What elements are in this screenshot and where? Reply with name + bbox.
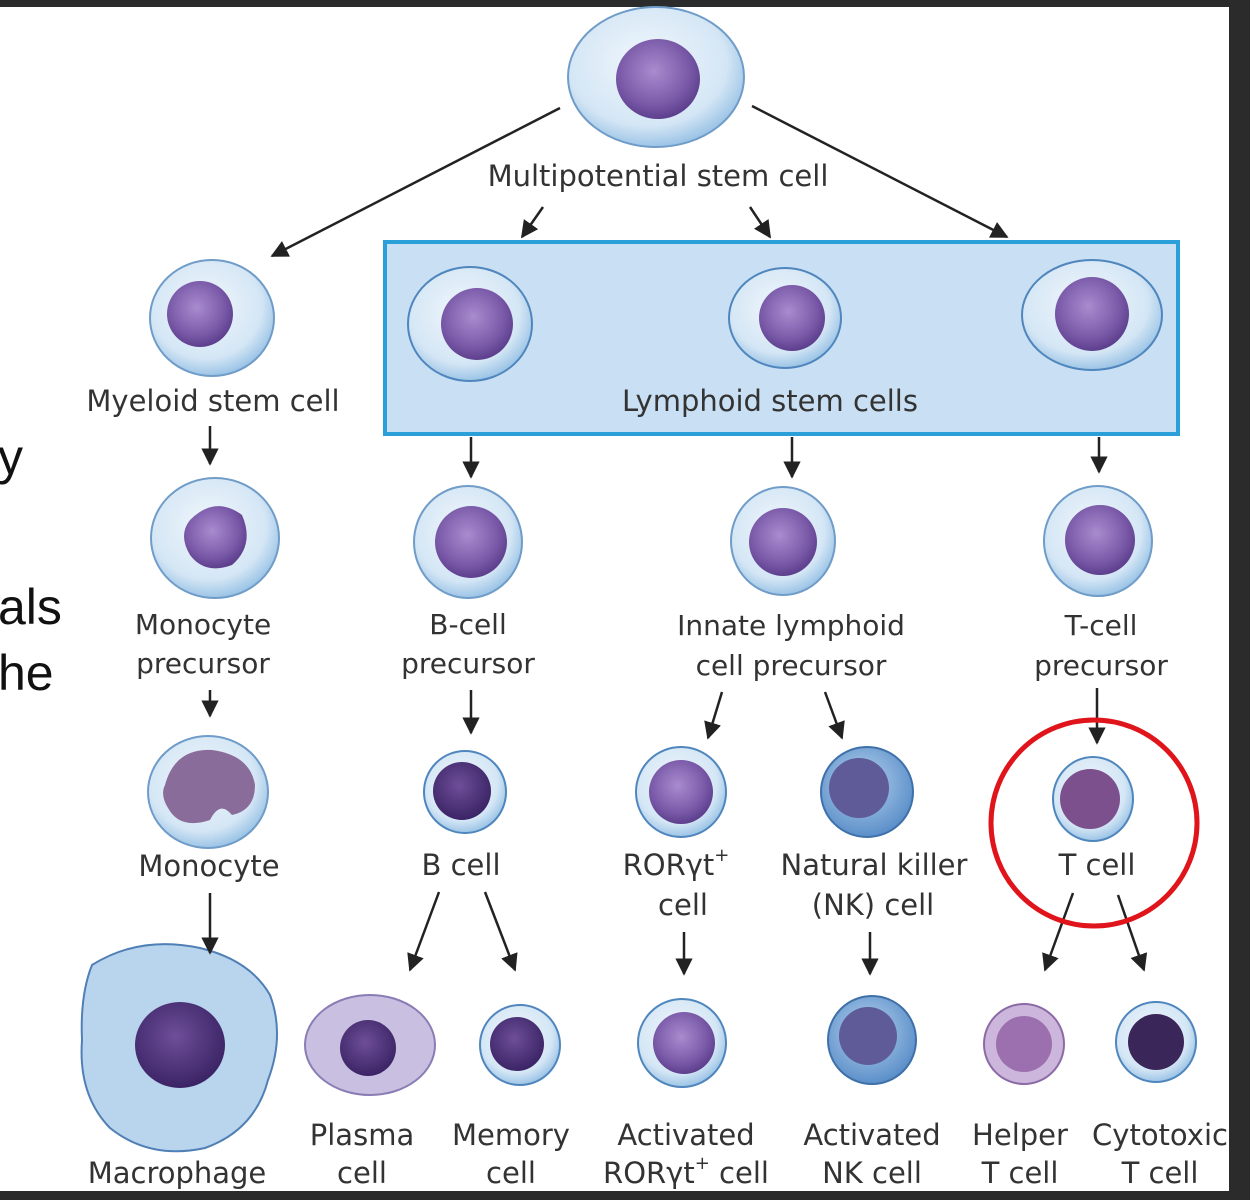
lymphoid-stem-cell-3 (1021, 259, 1163, 371)
cytotoxic-t-label-line1: Cytotoxic (1092, 1118, 1228, 1152)
arrow-ilc-to-roryt (704, 691, 724, 740)
t-cell-precursor-label-line2: precursor (1034, 649, 1168, 682)
activated-roryt-label-line1: Activated (617, 1118, 754, 1152)
b-cell (423, 750, 507, 834)
arrow-b-cell-to-memory (483, 891, 518, 972)
arrow-root-to-lymphoid-1 (520, 206, 545, 239)
monocyte-precursor-label-line1: Monocyte (135, 608, 271, 641)
hematopoiesis-diagram: Multipotential stem cell Myeloid stem ce… (80, 6, 1228, 1190)
nk-cell-label-line2: (NK) cell (812, 888, 934, 922)
memory-cell-label-line2: cell (486, 1156, 536, 1190)
helper-t-label-line2: T cell (981, 1156, 1059, 1190)
t-cell-highlight-circle (988, 717, 1200, 929)
memory-cell-label-line1: Memory (452, 1118, 570, 1152)
frame-right-border (1229, 0, 1250, 1200)
slide-text-fragment-2: als (0, 579, 62, 635)
cytotoxic-t-label-line2: T cell (1121, 1156, 1199, 1190)
roryt-name: RORγt (623, 848, 715, 882)
roryt-cell (635, 746, 727, 838)
multipotential-stem-cell (567, 6, 745, 148)
activated-nk-label-line1: Activated (803, 1118, 940, 1152)
ilc-precursor-label-line2: cell precursor (696, 649, 887, 682)
activated-roryt-suffix: cell (710, 1156, 769, 1190)
macrophage-label: Macrophage (88, 1156, 267, 1190)
activated-roryt-label-line2: RORγt+ cell (603, 1153, 769, 1190)
monocyte-precursor-cell (150, 477, 280, 599)
activated-roryt-superscript: + (695, 1153, 710, 1174)
activated-roryt-name: RORγt (603, 1156, 695, 1190)
monocyte-label: Monocyte (138, 849, 279, 883)
myeloid-stem-cell-label: Myeloid stem cell (86, 384, 339, 418)
roryt-cell-label-line1: RORγt+ (623, 845, 730, 882)
frame-top-border (0, 0, 1250, 7)
memory-cell (479, 1004, 561, 1086)
arrow-root-to-lymphoid-3 (751, 104, 1009, 239)
arrows (201, 104, 1148, 976)
helper-t-label-line1: Helper (972, 1118, 1068, 1152)
helper-t-cell (983, 1003, 1065, 1085)
slide-text-fragment-3: he (0, 645, 54, 701)
lymphoid-stem-cells-label: Lymphoid stem cells (622, 384, 918, 418)
ilc-precursor-label-line1: Innate lymphoid (677, 609, 905, 642)
arrow-root-to-myeloid (270, 106, 561, 258)
frame-bottom-border (0, 1191, 1250, 1200)
lymphoid-stem-cell-1 (407, 266, 533, 382)
arrow-t-cell-to-cytotoxic (1116, 894, 1148, 972)
roryt-superscript: + (714, 845, 729, 866)
monocyte-cell (147, 735, 269, 849)
b-cell-precursor-label-line1: B-cell (429, 608, 507, 641)
t-cell-precursor-label-line1: T-cell (1064, 609, 1138, 642)
activated-nk-label-line2: NK cell (822, 1156, 922, 1190)
activated-nk-cell (827, 995, 917, 1085)
myeloid-stem-cell (149, 259, 275, 377)
b-cell-precursor-label-line2: precursor (401, 647, 535, 680)
plasma-cell-label-line2: cell (337, 1156, 387, 1190)
arrow-t-cell-to-helper (1042, 892, 1075, 972)
roryt-cell-label-line2: cell (658, 888, 708, 922)
plasma-cell (304, 994, 436, 1096)
arrow-ilc-to-nk (823, 691, 845, 740)
slide-text-fragment-1: y (0, 429, 23, 485)
b-cell-label: B cell (421, 848, 500, 882)
t-cell-precursor-cell (1043, 485, 1153, 597)
nk-cell-label-line1: Natural killer (781, 848, 968, 882)
t-cell (1052, 756, 1134, 842)
t-cell-label: T cell (1058, 848, 1136, 882)
monocyte-precursor-label-line2: precursor (136, 647, 270, 680)
arrow-root-to-lymphoid-2 (748, 206, 772, 239)
plasma-cell-label-line1: Plasma (310, 1118, 414, 1152)
innate-lymphoid-precursor-cell (730, 486, 836, 596)
lymphoid-stem-cell-2 (728, 267, 842, 369)
nk-cell (820, 746, 914, 838)
activated-roryt-cell (637, 998, 727, 1088)
arrow-b-cell-to-plasma (407, 891, 441, 972)
macrophage-cell (80, 943, 278, 1153)
cytotoxic-t-cell (1115, 1001, 1197, 1083)
b-cell-precursor-cell (413, 485, 523, 599)
multipotential-stem-cell-label: Multipotential stem cell (488, 159, 829, 193)
